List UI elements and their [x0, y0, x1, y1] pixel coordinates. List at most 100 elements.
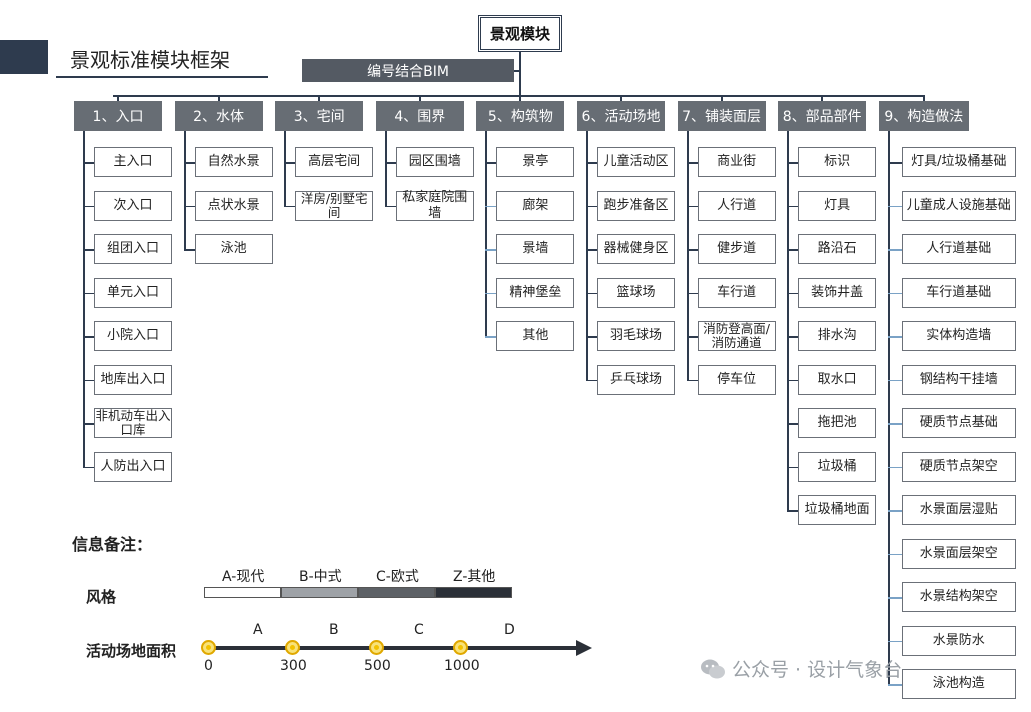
- category-drop-line: [117, 95, 119, 101]
- category-4-item: 私家庭院围墙: [395, 190, 474, 221]
- area-grade-label: A: [253, 622, 263, 638]
- arrow-right-icon: [576, 640, 592, 656]
- category-9-item: 水景结构架空: [901, 582, 1016, 612]
- item-connector: [787, 292, 799, 294]
- category-trunk-line: [586, 131, 588, 381]
- item-connector: [83, 249, 94, 251]
- item-connector: [686, 292, 698, 294]
- item-connector: [787, 205, 799, 207]
- item-connector: [83, 292, 94, 294]
- category-9-item: 钢结构干挂墙: [901, 364, 1016, 395]
- category-trunk-line: [83, 131, 85, 468]
- category-7-item: 消防登高面/消防通道: [697, 321, 776, 351]
- category-7-item: 商业街: [697, 147, 776, 177]
- style-swatch: [358, 587, 435, 598]
- category-3-item: 洋房/别墅宅间: [295, 190, 374, 221]
- category-6-item: 器械健身区: [597, 234, 675, 264]
- item-connector: [83, 336, 94, 338]
- item-connector: [83, 205, 94, 207]
- item-connector: [787, 249, 799, 251]
- category-5-item: 景墙: [496, 234, 575, 264]
- style-swatch: [435, 587, 512, 598]
- category-8-item: 垃圾桶地面: [798, 495, 877, 525]
- item-connector: [887, 423, 902, 425]
- category-8: 8、部品部件: [778, 101, 867, 131]
- category-9-item: 泳池构造: [901, 669, 1016, 699]
- category-1-item: 小院入口: [94, 321, 172, 351]
- category-9-item: 实体构造墙: [901, 321, 1016, 351]
- item-connector: [887, 336, 902, 338]
- category-6: 6、活动场地: [577, 101, 665, 131]
- category-7-item: 人行道: [697, 190, 776, 221]
- area-tick-label: 0: [204, 658, 213, 674]
- notes-title: 信息备注：: [72, 535, 153, 554]
- item-connector: [686, 249, 698, 251]
- category-3-item: 高层宅间: [295, 147, 374, 177]
- item-connector: [586, 162, 597, 164]
- category-4: 4、围界: [375, 101, 464, 131]
- category-9: 9、构造做法: [878, 101, 969, 131]
- category-8-item: 装饰井盖: [798, 277, 877, 308]
- item-connector: [887, 466, 902, 468]
- category-1-item: 地库出入口: [94, 364, 172, 395]
- category-drop-line: [318, 95, 321, 101]
- category-drop-line: [620, 95, 622, 101]
- category-9-item: 水景面层湿贴: [901, 495, 1016, 525]
- style-label: Z-其他: [453, 569, 496, 585]
- area-grade-label: D: [504, 622, 515, 638]
- style-swatch: [281, 587, 358, 598]
- category-8-item: 排水沟: [798, 321, 877, 351]
- style-label: C-欧式: [376, 569, 419, 585]
- style-label: B-中式: [299, 569, 342, 585]
- category-6-item: 乒乓球场: [597, 364, 675, 395]
- category-bus-line: [113, 95, 923, 97]
- bim-connector: [514, 70, 520, 72]
- category-2: 2、水体: [174, 101, 263, 131]
- category-9-item: 水景面层架空: [901, 538, 1016, 569]
- item-connector: [183, 249, 195, 251]
- item-connector: [887, 510, 902, 512]
- area-tick-marker: [453, 640, 468, 655]
- category-7-item: 车行道: [697, 277, 776, 308]
- item-connector: [384, 162, 396, 164]
- category-2-item: 自然水景: [194, 147, 273, 177]
- category-1-item: 主入口: [94, 147, 172, 177]
- style-swatch: [204, 587, 281, 598]
- category-drop-line: [217, 95, 220, 101]
- category-9-item: 灯具/垃圾桶基础: [901, 147, 1016, 177]
- category-2-item: 点状水景: [194, 190, 273, 221]
- page-title: 景观标准模块框架: [70, 48, 230, 72]
- category-trunk-line: [485, 131, 488, 337]
- category-6-item: 篮球场: [597, 277, 675, 308]
- area-tick-label: 300: [280, 658, 307, 674]
- category-5-item: 精神堡垒: [496, 277, 575, 308]
- category-6-item: 儿童活动区: [597, 147, 675, 177]
- category-trunk-line: [183, 131, 186, 250]
- category-9-item: 车行道基础: [901, 277, 1016, 308]
- item-connector: [485, 292, 497, 294]
- category-7: 7、铺装面层: [677, 101, 766, 131]
- category-5-item: 廊架: [496, 190, 575, 221]
- item-connector: [586, 205, 597, 207]
- title-underline: [56, 76, 268, 78]
- category-7-item: 健步道: [697, 234, 776, 264]
- category-drop-line: [922, 95, 925, 101]
- category-8-item: 取水口: [798, 364, 877, 395]
- area-axis-line: [209, 646, 577, 650]
- item-connector: [485, 336, 497, 338]
- category-2-item: 泳池: [194, 234, 273, 264]
- category-9-item: 人行道基础: [901, 234, 1016, 264]
- area-tick-marker: [201, 640, 216, 655]
- category-7-item: 停车位: [697, 364, 776, 395]
- item-connector: [787, 379, 799, 381]
- root-node: 景观模块: [478, 15, 562, 52]
- item-connector: [787, 336, 799, 338]
- area-grade-label: C: [414, 622, 424, 638]
- category-5-item: 景亭: [496, 147, 575, 177]
- category-1-item: 组团入口: [94, 234, 172, 264]
- category-trunk-line: [887, 131, 890, 685]
- item-connector: [485, 162, 497, 164]
- item-connector: [586, 379, 597, 381]
- item-connector: [183, 162, 195, 164]
- category-drop-line: [720, 95, 723, 101]
